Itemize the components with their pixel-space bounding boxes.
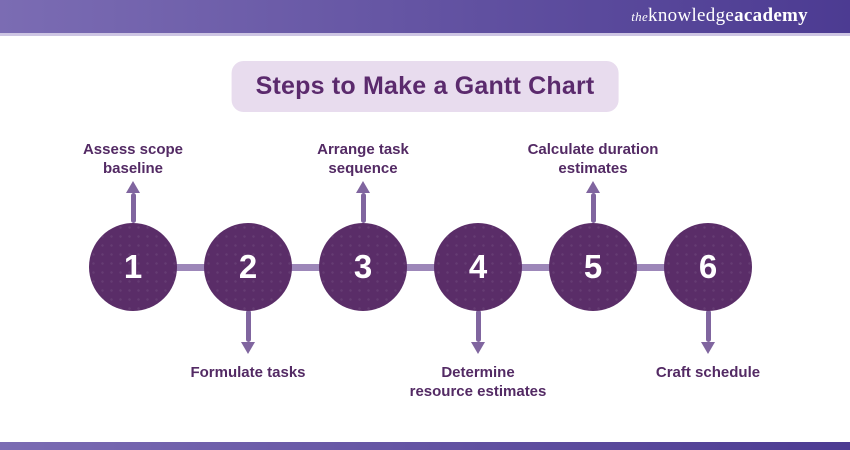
step-label-1: Assess scope baseline <box>82 141 184 177</box>
step-label-6: Craft schedule <box>655 364 761 381</box>
logo-the: the <box>631 9 649 24</box>
arrow-up-icon <box>126 181 140 223</box>
step-label-4: Determine resource estimates <box>409 364 547 400</box>
step-circle-1: 1 <box>89 223 177 311</box>
logo-academy: academy <box>734 5 808 26</box>
step-number: 4 <box>468 248 488 285</box>
arrow-down-icon <box>701 310 715 354</box>
step-circle-3: 3 <box>319 223 407 311</box>
brand-logo: theknowledgeacademy <box>631 5 808 27</box>
step-label-3: Arrange task sequence <box>317 141 409 177</box>
step-label-5: Calculate duration estimates <box>527 141 659 177</box>
step-number: 6 <box>698 248 718 285</box>
step-circle-5: 5 <box>549 223 637 311</box>
step-label-2: Formulate tasks <box>190 364 306 381</box>
step-number: 1 <box>123 248 143 285</box>
arrow-up-icon <box>586 181 600 223</box>
step-circle-6: 6 <box>664 223 752 311</box>
arrow-down-icon <box>471 310 485 354</box>
header-bar <box>0 0 850 36</box>
footer-bar <box>0 442 850 450</box>
arrow-down-icon <box>241 310 255 354</box>
page-title: Steps to Make a Gantt Chart <box>231 61 619 112</box>
step-circle-2: 2 <box>204 223 292 311</box>
timeline-connector <box>133 264 708 271</box>
step-number: 2 <box>238 248 258 285</box>
step-circle-4: 4 <box>434 223 522 311</box>
step-number: 3 <box>353 248 373 285</box>
step-number: 5 <box>583 248 603 285</box>
arrow-up-icon <box>356 181 370 223</box>
logo-knowledge: knowledge <box>648 5 735 26</box>
